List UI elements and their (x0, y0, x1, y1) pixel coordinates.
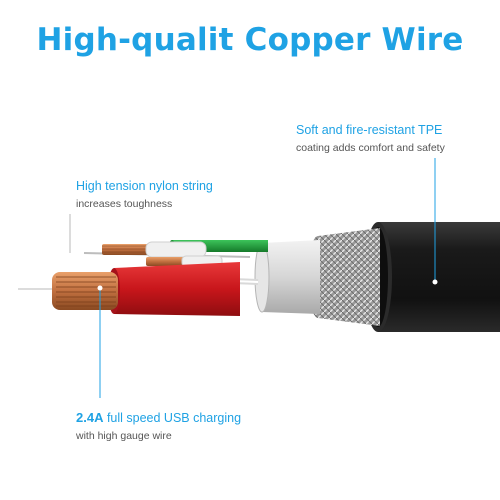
tpe-callout: Soft and fire-resistant TPE coating adds… (296, 122, 445, 155)
charging-callout-text: full speed USB charging (106, 411, 242, 425)
charging-callout: 2.4A full speed USB charging with high g… (76, 410, 241, 443)
page-title: High-qualit Copper Wire (36, 22, 464, 58)
nylon-callout-desc: increases toughness (76, 198, 173, 210)
charging-callout-title: 2.4A full speed USB charging (76, 410, 241, 426)
copper-conductor (52, 272, 118, 310)
tpe-jacket (364, 222, 500, 332)
leader-lines (18, 158, 438, 398)
tpe-callout-title: Soft and fire-resistant TPE (296, 123, 443, 137)
upper-copper-strand (102, 241, 207, 258)
charging-current: 2.4A (76, 410, 104, 425)
nylon-callout: High tension nylon string increases toug… (76, 178, 213, 211)
red-wire (108, 262, 240, 316)
tpe-callout-desc: coating adds comfort and safety (296, 142, 445, 154)
nylon-callout-title: High tension nylon string (76, 179, 213, 193)
charging-callout-desc: with high gauge wire (76, 430, 172, 442)
